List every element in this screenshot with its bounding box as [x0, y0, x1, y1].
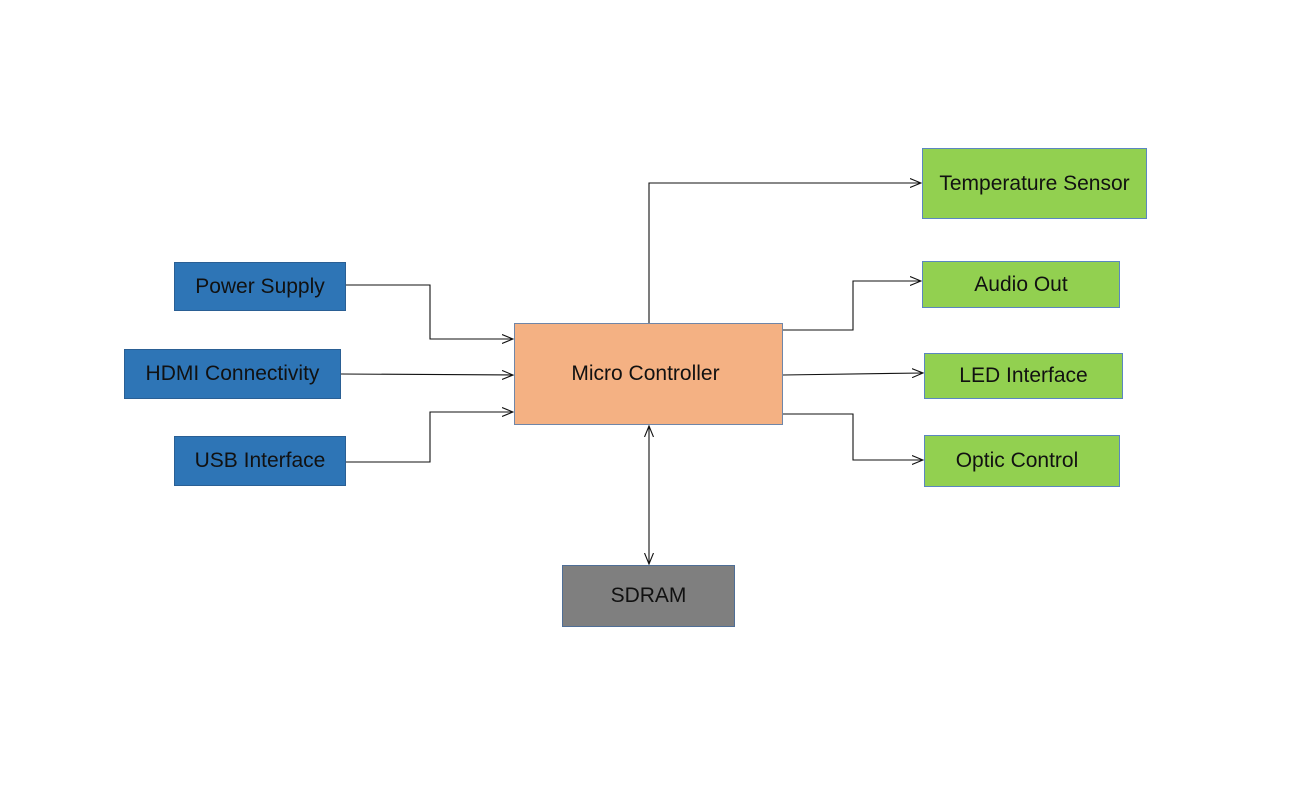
sdram-block: SDRAM — [562, 565, 735, 627]
connector-mcu-to-led — [782, 373, 923, 375]
connector-power-to-mcu — [346, 284, 513, 339]
optic-control-label: Optic Control — [955, 449, 1079, 472]
connector-mcu-to-temperature — [648, 183, 921, 323]
audio-out-block: Audio Out — [922, 261, 1120, 308]
hdmi-connectivity-block: HDMI Connectivity — [124, 349, 341, 399]
connector-usb-to-mcu — [346, 412, 513, 463]
hdmi-connectivity-label: HDMI Connectivity — [145, 362, 320, 385]
power-supply-block: Power Supply — [174, 262, 346, 311]
led-interface-label: LED Interface — [959, 364, 1088, 387]
audio-out-label: Audio Out — [974, 272, 1068, 296]
micro-controller-label: Micro Controller — [571, 362, 720, 385]
led-interface-block: LED Interface — [924, 353, 1123, 399]
usb-interface-label: USB Interface — [194, 449, 326, 472]
sdram-label: SDRAM — [610, 584, 687, 607]
connector-hdmi-to-mcu — [340, 374, 513, 375]
connector-mcu-to-optic — [783, 413, 923, 460]
usb-interface-block: USB Interface — [174, 436, 346, 486]
optic-control-block: Optic Control — [924, 435, 1120, 487]
power-supply-label: Power Supply — [195, 274, 325, 298]
micro-controller-block: Micro Controller — [514, 323, 783, 425]
temperature-sensor-block: Temperature Sensor — [922, 148, 1147, 219]
temperature-sensor-label: Temperature Sensor — [939, 171, 1130, 195]
connector-mcu-to-audio — [783, 281, 921, 331]
